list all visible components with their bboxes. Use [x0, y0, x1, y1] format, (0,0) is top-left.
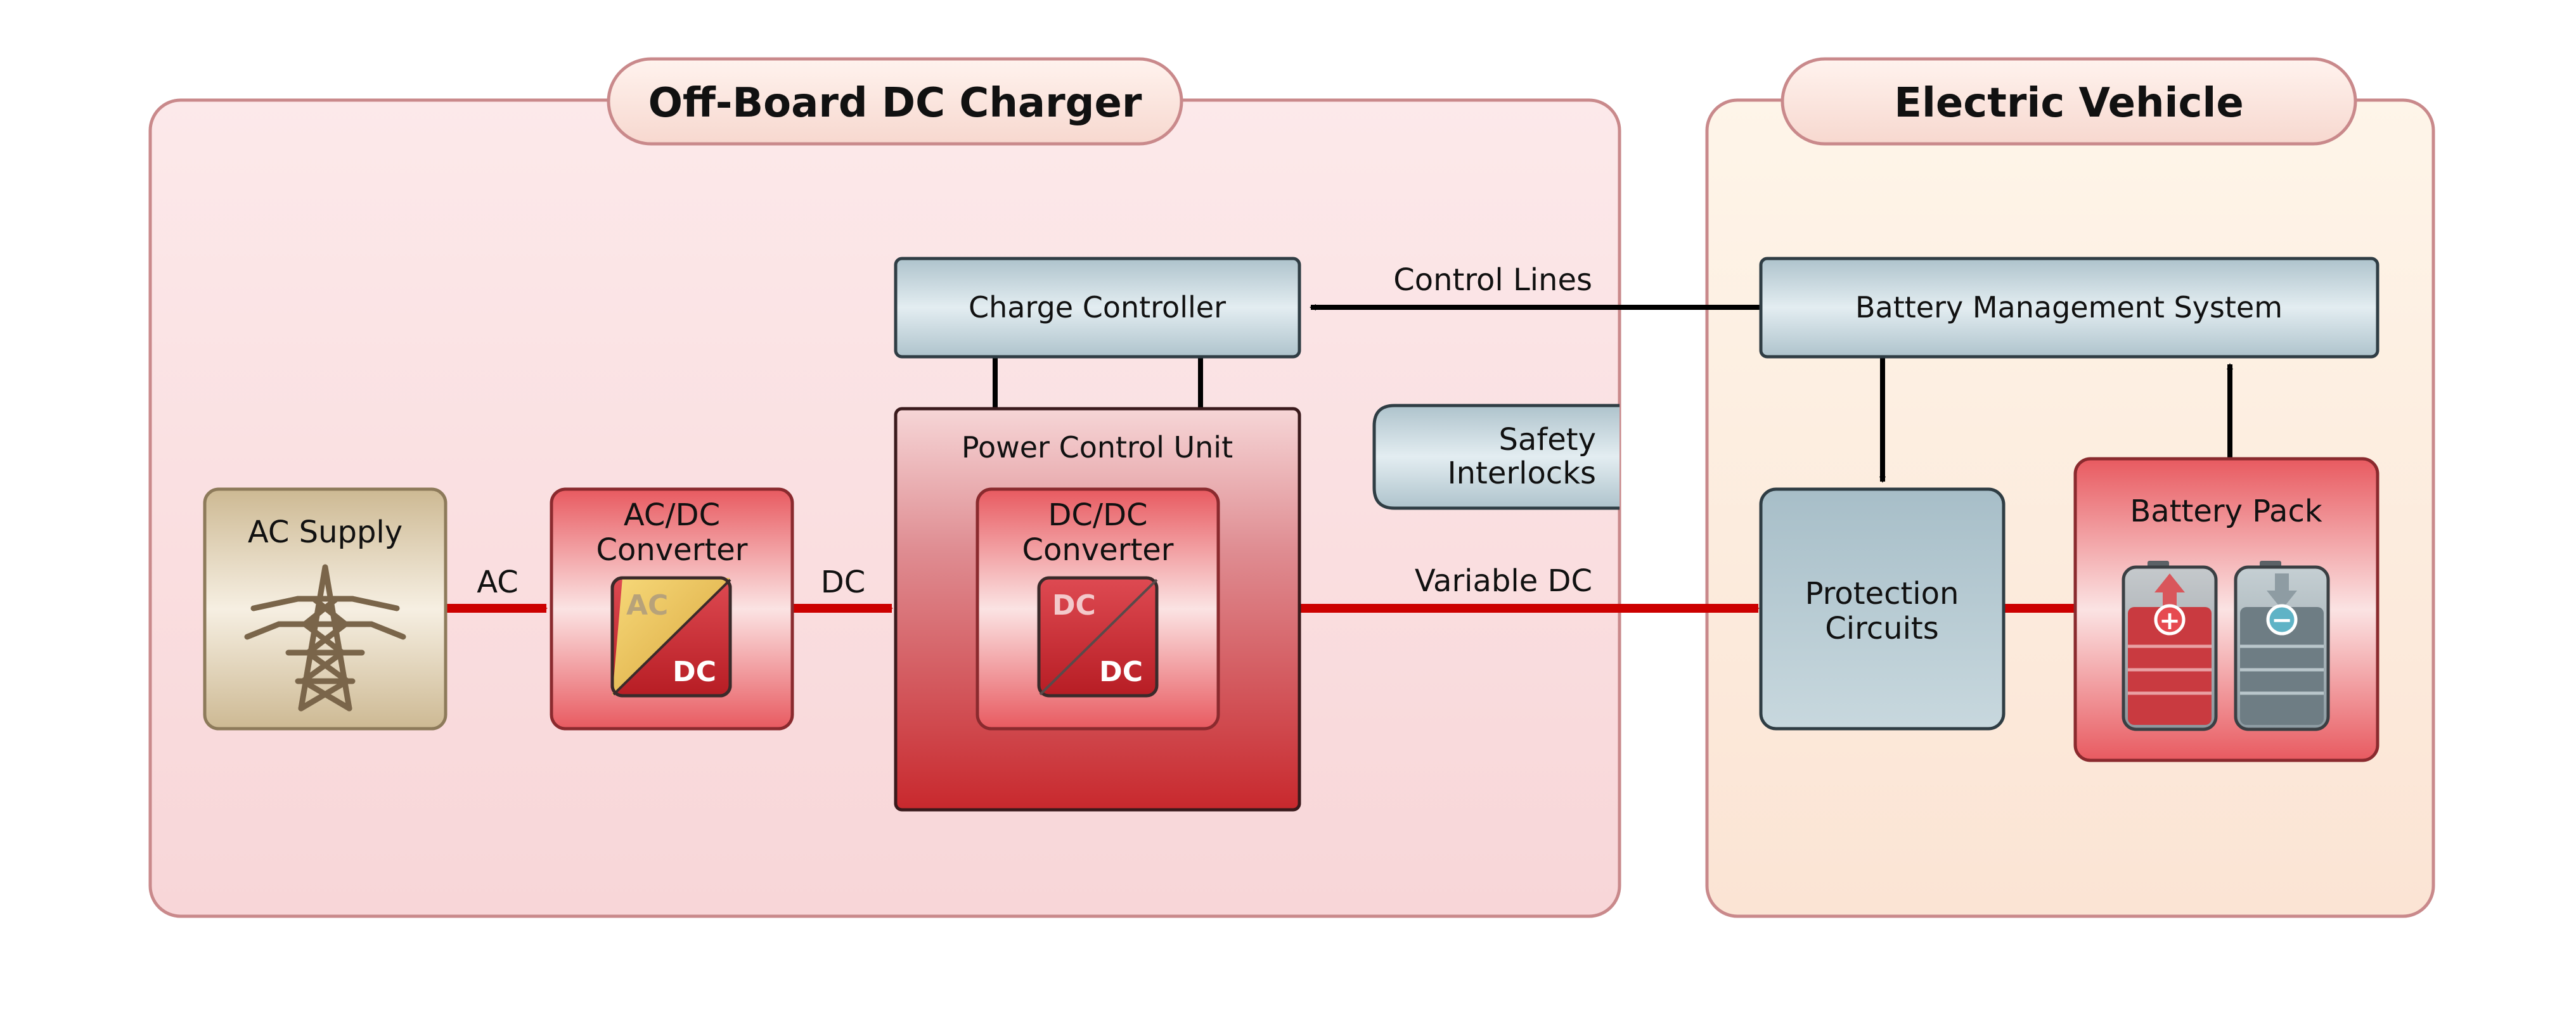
acdc-chip-icon: AC DC	[610, 576, 732, 698]
dcdc-chip-icon: DC DC	[1037, 576, 1159, 698]
acdc-label-line2: Converter	[596, 532, 747, 568]
protection-circuits-node: Protection Circuits	[1759, 487, 2006, 731]
power-control-unit-node: Power Control Unit DC/DC Converter DC DC	[894, 407, 1301, 812]
ac-supply-node: AC Supply	[203, 487, 448, 731]
dcdc-converter-node: DC/DC Converter DC DC	[976, 487, 1220, 731]
power-pylon-icon	[244, 564, 406, 712]
edge-label-dc: DC	[821, 565, 865, 600]
charge-controller-label: Charge Controller	[969, 290, 1226, 324]
dcdc-chip-top: DC	[1052, 589, 1096, 622]
bms-label: Battery Management System	[1855, 290, 2283, 324]
pcu-label: Power Control Unit	[962, 430, 1233, 464]
ac-supply-label: AC Supply	[248, 515, 402, 550]
battery-pack-label: Battery Pack	[2130, 494, 2322, 529]
battery-cell-negative-icon: −	[2234, 561, 2330, 731]
edge-label-variable-dc: Variable DC	[1415, 563, 1592, 599]
charge-controller-node: Charge Controller	[894, 257, 1301, 359]
edge-label-control-lines: Control Lines	[1393, 262, 1592, 298]
protection-label-line1: Protection	[1805, 576, 1959, 611]
safety-label-line2: Interlocks	[1447, 456, 1596, 491]
vehicle-title: Electric Vehicle	[1894, 80, 2244, 127]
acdc-chip-top: AC	[626, 589, 668, 622]
battery-pack-node: Battery Pack + −	[2073, 457, 2380, 762]
charger-title: Off-Board DC Charger	[648, 80, 1142, 127]
battery-cell-positive-icon: +	[2122, 561, 2218, 731]
control-flow-arrows	[992, 304, 2233, 483]
dcdc-label-line2: Converter	[1022, 532, 1173, 568]
vehicle-title-pill: Electric Vehicle	[1781, 57, 2357, 146]
charger-title-pill: Off-Board DC Charger	[607, 57, 1183, 146]
protection-label-line2: Circuits	[1825, 611, 1939, 646]
safety-interlocks-node: Safety Interlocks	[1372, 404, 1620, 510]
battery-minus-symbol: −	[2271, 606, 2293, 635]
safety-label-line1: Safety	[1498, 422, 1596, 457]
acdc-chip-bottom: DC	[673, 656, 716, 688]
acdc-converter-node: AC/DC Converter AC DC	[550, 487, 794, 731]
dcdc-chip-bottom: DC	[1099, 656, 1143, 688]
battery-plus-symbol: +	[2159, 606, 2180, 636]
bms-node: Battery Management System	[1759, 257, 2380, 359]
edge-label-ac: AC	[477, 565, 518, 600]
acdc-label-line1: AC/DC	[624, 497, 720, 533]
dcdc-label-line1: DC/DC	[1048, 497, 1147, 533]
